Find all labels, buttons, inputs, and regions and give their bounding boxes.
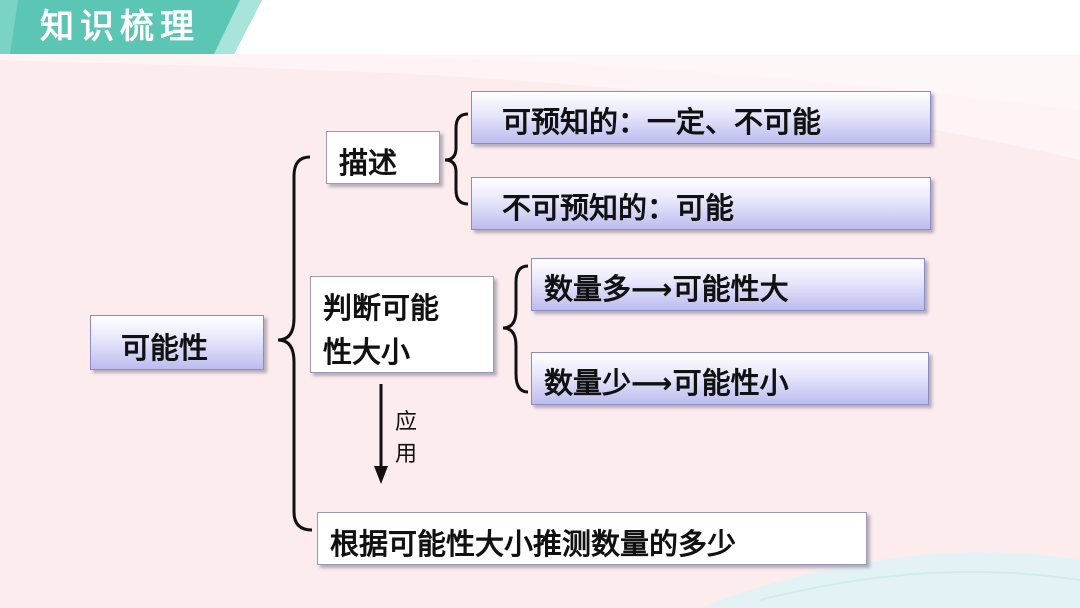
describe-brace bbox=[444, 112, 469, 206]
apply-char-2: 用 bbox=[394, 442, 417, 467]
page-title: 知识梳理 bbox=[40, 7, 200, 47]
application-label: 根据可能性大小推测数量的多少 bbox=[330, 527, 737, 561]
describe-label: 描述 bbox=[339, 146, 398, 180]
root-label: 可能性 bbox=[121, 331, 209, 365]
judge-item-1: 数量多⟶可能性大 bbox=[531, 258, 925, 311]
judge-item-1-label: 数量多⟶可能性大 bbox=[544, 272, 789, 306]
judge-brace bbox=[502, 264, 529, 394]
apply-char-1: 应 bbox=[394, 410, 417, 435]
root-node: 可能性 bbox=[90, 315, 264, 370]
judge-label-line1: 判断可能 bbox=[323, 291, 440, 325]
judge-item-2: 数量少⟶可能性小 bbox=[531, 352, 929, 405]
judge-item-2-label: 数量少⟶可能性小 bbox=[544, 366, 789, 400]
main-brace bbox=[277, 155, 313, 532]
apply-arrow-head bbox=[374, 466, 388, 484]
describe-item-1: 可预知的：一定、不可能 bbox=[471, 91, 931, 144]
describe-item-2-label: 不可预知的：可能 bbox=[502, 191, 735, 225]
describe-item-1-label: 可预知的：一定、不可能 bbox=[502, 105, 822, 139]
judge-node: 判断可能 性大小 bbox=[310, 276, 494, 373]
title-tab bbox=[0, 0, 262, 54]
application-node: 根据可能性大小推测数量的多少 bbox=[317, 512, 867, 565]
describe-node: 描述 bbox=[326, 131, 440, 184]
describe-item-2: 不可预知的：可能 bbox=[471, 177, 931, 230]
judge-label-line2: 性大小 bbox=[323, 335, 411, 369]
